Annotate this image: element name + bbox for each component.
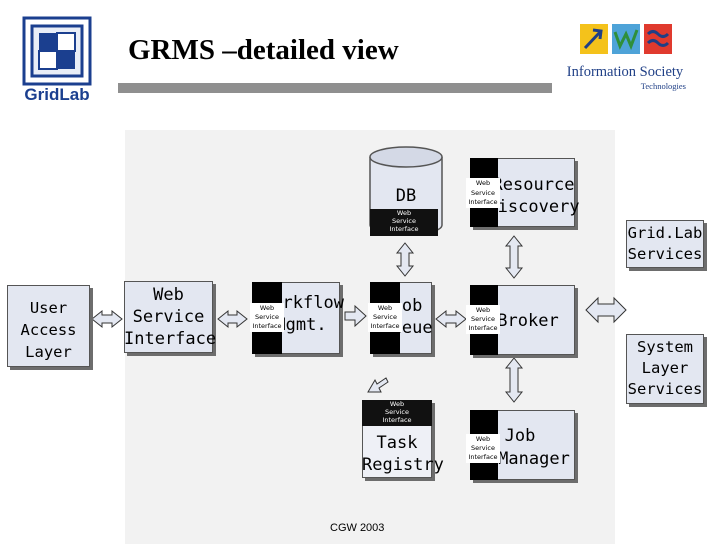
- gridlab-logo-icon: GridLab: [22, 16, 92, 104]
- job-queue-ws-text3: Interface: [368, 321, 402, 332]
- wsi-line3: Interface: [124, 329, 217, 349]
- broker-label: Broker: [497, 311, 559, 331]
- job-manager-line1: Job: [504, 426, 536, 446]
- arrow-queue-to-registry: [367, 377, 389, 393]
- wsi-line2: Service: [132, 307, 205, 327]
- broker-ws-text1: Web: [466, 305, 500, 316]
- db-ws-tag-line3: Interface: [389, 225, 419, 233]
- workflow-line2: Mgmt.: [275, 315, 327, 335]
- db-ws-tag: Web Service Interface: [370, 209, 438, 236]
- system-layer-services-line3: Services: [627, 380, 703, 398]
- db-ws-tag-line1: Web: [396, 209, 412, 217]
- task-registry-ws-text1: Web: [389, 400, 405, 408]
- wsi-line1: Web: [153, 285, 184, 305]
- resource-discovery-line2: Discovery: [487, 197, 580, 217]
- arrow-wsi-to-workflow: [217, 309, 248, 329]
- title-underline: [118, 83, 552, 93]
- page-title: GRMS –detailed view: [128, 34, 399, 66]
- ist-logo-text: Information Society: [566, 64, 684, 80]
- resource-discovery-ws-text2: Service: [466, 188, 500, 199]
- task-registry-line2: Registry: [362, 455, 444, 475]
- arrow-workflow-to-queue: [344, 304, 367, 328]
- db-label: DB: [395, 186, 417, 206]
- user-access-layer-line3: Layer: [25, 343, 72, 361]
- job-queue-ws-text2: Service: [368, 312, 402, 323]
- arrow-broker-to-manager: [504, 357, 524, 403]
- resource-discovery-ws-text3: Interface: [466, 197, 500, 208]
- workflow-ws-text3: Interface: [250, 321, 284, 332]
- arrow-user-to-wsi: [91, 309, 123, 329]
- workflow-ws-text1: Web: [250, 303, 284, 314]
- job-manager-ws-text1: Web: [466, 434, 500, 445]
- resource-discovery-ws-text1: Web: [466, 178, 500, 189]
- broker-ws-text3: Interface: [466, 323, 500, 334]
- arrow-to-system-services: [585, 296, 627, 324]
- job-manager-ws-text2: Service: [466, 443, 500, 454]
- job-queue-ws-text1: Web: [368, 303, 402, 314]
- footer-text: CGW 2003: [330, 522, 385, 534]
- web-service-interface-box: [124, 281, 213, 353]
- task-registry-ws-tag: Web Service Interface: [362, 400, 432, 426]
- ist-logo-icon: [580, 24, 672, 54]
- db-ws-tag-line2: Service: [391, 217, 417, 225]
- user-access-layer-box: [7, 285, 90, 367]
- system-layer-services-line1: System: [637, 338, 693, 356]
- workflow-ws-text2: Service: [250, 312, 284, 323]
- system-layer-services-line2: Layer: [641, 359, 689, 377]
- task-registry-ws-text3: Interface: [382, 416, 412, 424]
- broker-ws-text2: Service: [466, 314, 500, 325]
- system-layer-services-box: [626, 334, 704, 404]
- task-registry-ws-text2: Service: [384, 408, 410, 416]
- job-manager-line2: Manager: [498, 449, 570, 469]
- arrow-discovery-to-broker: [504, 235, 524, 279]
- gridlab-services-line2: Services: [627, 245, 703, 263]
- job-manager-ws-text3: Interface: [466, 452, 500, 463]
- ist-logo: Information Society Technologies: [560, 18, 690, 94]
- gridlab-services-box: [626, 220, 704, 268]
- user-access-layer-line1: User: [29, 299, 68, 317]
- gridlab-logo: GridLab: [18, 14, 96, 104]
- user-access-layer-line2: Access: [20, 321, 77, 339]
- task-registry-line1: Task: [376, 433, 418, 453]
- arrow-db-to-queue: [395, 242, 415, 277]
- gridlab-logo-text: GridLab: [24, 85, 89, 104]
- ist-logo-subtext: Technologies: [640, 81, 686, 91]
- resource-discovery-line1: Resource: [492, 175, 575, 195]
- gridlab-services-line1: Grid.Lab: [627, 224, 703, 242]
- arrow-queue-to-broker: [435, 309, 467, 329]
